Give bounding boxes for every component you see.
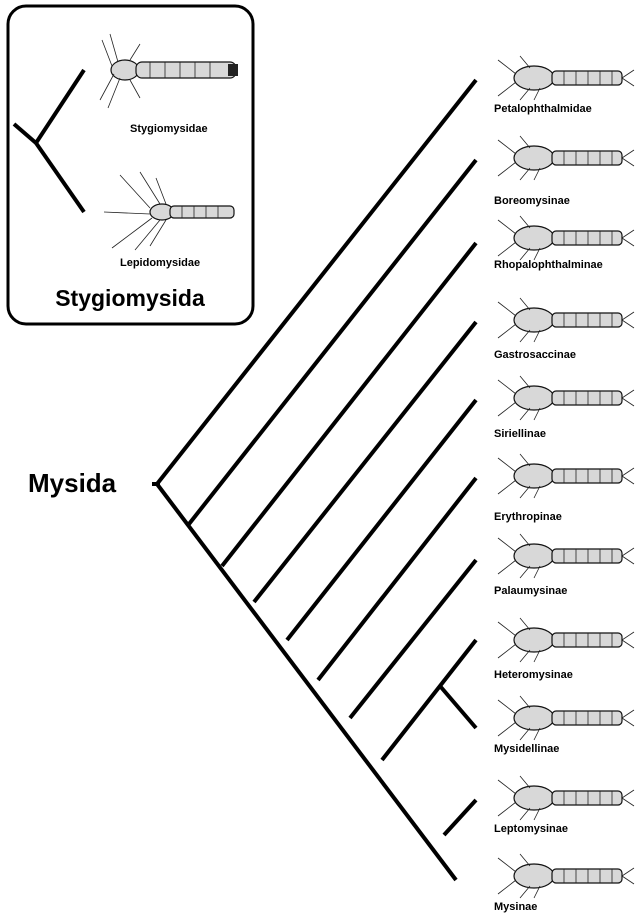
taxon-label: Petalophthalmidae bbox=[494, 103, 592, 115]
root-label: Mysida bbox=[28, 468, 117, 498]
branch-gastrosaccinae bbox=[254, 322, 476, 602]
taxon-label: Palaumysinae bbox=[494, 585, 567, 597]
mysid-illustration-icon bbox=[498, 136, 634, 180]
taxon-label: Mysidellinae bbox=[494, 743, 559, 755]
mysid-illustration-icon bbox=[498, 298, 634, 342]
mysid-illustration-icon bbox=[498, 776, 634, 820]
taxon-label: Siriellinae bbox=[494, 428, 546, 440]
mysid-illustration-icon bbox=[498, 534, 634, 578]
branch-mysidellinae bbox=[440, 686, 476, 728]
inset-border bbox=[8, 6, 253, 324]
mysid-illustration-icon bbox=[498, 854, 634, 898]
inset-title: Stygiomysida bbox=[55, 285, 205, 311]
mysid-illustration-icon bbox=[498, 56, 634, 100]
stygiomysida-inset: Stygiomysidae Lepidomysidae Stygiomysida bbox=[8, 6, 253, 324]
taxon-label: Mysinae bbox=[494, 901, 537, 913]
branch-leptomysinae bbox=[444, 800, 476, 835]
inset-taxon-label: Stygiomysidae bbox=[130, 123, 208, 135]
taxon-label: Leptomysinae bbox=[494, 823, 568, 835]
branch-palaumysinae bbox=[350, 560, 476, 718]
taxon-label: Rhopalophthalminae bbox=[494, 259, 603, 271]
mysid-illustration-icon bbox=[498, 376, 634, 420]
mysid-illustration-icon bbox=[498, 696, 634, 740]
taxon-label: Heteromysinae bbox=[494, 669, 573, 681]
mysid-illustration-icon bbox=[498, 216, 634, 260]
taxa-list: PetalophthalmidaeBoreomysinaeRhopalophth… bbox=[494, 56, 634, 913]
inset-taxon-label: Lepidomysidae bbox=[120, 257, 200, 269]
taxon-label: Boreomysinae bbox=[494, 195, 570, 207]
branch-erythropinae bbox=[318, 478, 476, 680]
tree-spine bbox=[157, 484, 456, 880]
taxon-label: Erythropinae bbox=[494, 511, 562, 523]
taxon-label: Gastrosaccinae bbox=[494, 349, 576, 361]
branch-rhopalophthalminae bbox=[222, 243, 476, 566]
mysid-illustration-icon bbox=[498, 454, 634, 498]
branch-siriellinae bbox=[287, 400, 476, 640]
mysid-illustration-icon bbox=[498, 618, 634, 662]
